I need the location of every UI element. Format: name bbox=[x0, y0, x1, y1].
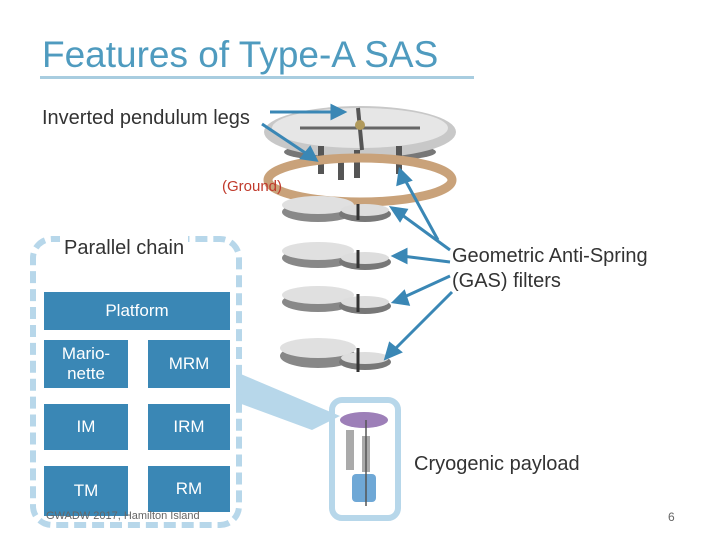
cryogenic-payload-label: Cryogenic payload bbox=[414, 453, 580, 475]
tm-text: TM bbox=[73, 481, 99, 501]
ground-label: (Ground) bbox=[222, 178, 283, 195]
platform-text: Platform bbox=[105, 301, 169, 321]
marionette-block: Mario-nette bbox=[44, 340, 128, 388]
cryogenic-payload bbox=[329, 397, 401, 521]
tm-block: TM bbox=[44, 466, 128, 516]
gas-filter-3 bbox=[282, 286, 391, 314]
irm-text: IRM bbox=[173, 417, 205, 437]
payload-connector bbox=[236, 372, 340, 430]
im-block: IM bbox=[44, 404, 128, 450]
gas-filter-2 bbox=[282, 242, 391, 270]
rm-text: RM bbox=[175, 479, 203, 499]
irm-block: IRM bbox=[148, 404, 230, 450]
parallel-chain-label: Parallel chain bbox=[60, 236, 189, 261]
mrm-block: MRM bbox=[148, 340, 230, 388]
gas-filters-label: Geometric Anti-Spring (GAS) filters bbox=[452, 245, 648, 292]
arrows bbox=[261, 103, 454, 361]
slide-title: Features of Type-A SAS bbox=[42, 34, 439, 75]
rm-block: RM bbox=[148, 466, 230, 512]
mrm-text: MRM bbox=[168, 354, 210, 374]
platform-block: Platform bbox=[44, 292, 230, 330]
title-underline bbox=[40, 76, 474, 79]
im-text: IM bbox=[76, 417, 96, 437]
ground-ring bbox=[263, 153, 457, 207]
inverted-pendulum-label: Inverted pendulum legs bbox=[42, 107, 250, 129]
gas-filter-1 bbox=[282, 196, 391, 222]
gas-filter-4 bbox=[280, 338, 391, 372]
marionette-text: Mario-nette bbox=[61, 344, 111, 383]
footer-text: GWADW 2017, Hamilton Island bbox=[46, 510, 200, 522]
page-number: 6 bbox=[668, 510, 675, 524]
